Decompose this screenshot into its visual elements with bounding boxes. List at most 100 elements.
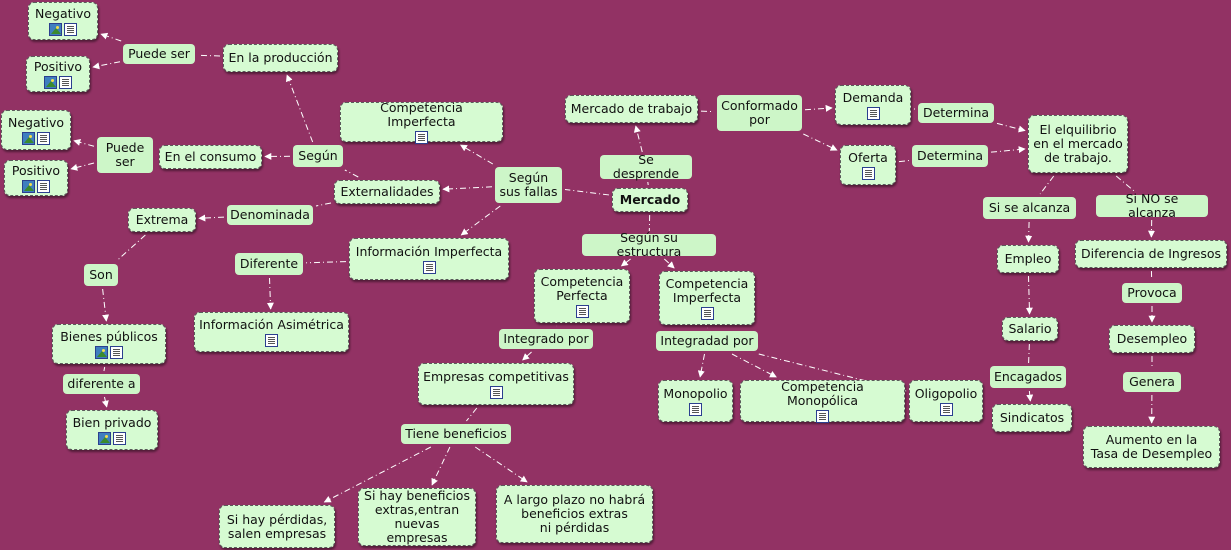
link-integradad-por-to-competencia-monopolica [731,353,777,378]
linking-phrase-son[interactable]: Son [84,264,118,286]
image-icon[interactable] [44,75,57,89]
image-icon[interactable] [49,22,62,36]
linking-phrase-provoca[interactable]: Provoca [1122,283,1182,303]
linking-phrase-genera[interactable]: Genera [1123,372,1181,392]
document-icon[interactable] [415,130,428,144]
concept-node-equilibrio[interactable]: El elquilibrio en el mercado de trabajo. [1028,115,1128,173]
concept-node-oferta[interactable]: Oferta [840,145,896,185]
concept-node-desempleo[interactable]: Desempleo [1109,325,1195,353]
node-label: En el consumo [164,149,257,164]
image-icon[interactable] [22,131,35,145]
linking-phrase-denominada[interactable]: Denominada [227,205,313,225]
linking-phrase-segun[interactable]: Según [293,145,343,167]
resource-icons [22,179,50,193]
concept-node-positivo1[interactable]: Positivo [26,56,90,92]
linking-phrase-si-no-se-alcanza[interactable]: Si NO se alcanza [1096,192,1208,220]
link-determina2-to-equilibrio [990,146,1026,154]
concept-node-aumento-desempleo[interactable]: Aumento en la Tasa de Desempleo [1083,426,1220,468]
link-determina1-to-equilibrio [996,122,1026,133]
document-icon[interactable] [489,385,503,399]
concept-node-informacion-asimetrica[interactable]: Información Asimétrica [194,312,349,352]
document-icon[interactable] [939,402,953,416]
linking-phrase-segun-su-estructura[interactable]: Según su estructura [582,231,716,259]
document-icon[interactable] [265,333,278,347]
concept-node-externalidades[interactable]: Externalidades [334,180,440,204]
resource-icons [575,304,589,318]
document-icon[interactable] [110,345,123,359]
concept-node-empresas-competitivas[interactable]: Empresas competitivas [418,363,574,405]
concept-node-bien-privado[interactable]: Bien privado [66,410,158,450]
concept-node-competencia-perfecta[interactable]: Competencia Perfecta [534,269,630,323]
linking-phrase-integrado-por[interactable]: Integrado por [499,329,593,349]
linking-phrase-puede-ser2[interactable]: Puede ser [97,137,153,173]
linking-phrase-diferente-a[interactable]: diferente a [63,374,140,394]
node-label: Integrado por [503,331,589,346]
link-segun-to-en-la-produccion [285,74,314,143]
node-label: Puede ser [128,46,190,61]
concept-node-diferencia-ingresos[interactable]: Diferencia de Ingresos [1075,240,1227,268]
document-icon[interactable] [861,166,875,180]
concept-node-empleo[interactable]: Empleo [997,245,1059,273]
link-salario-to-encagados [1028,343,1030,364]
image-icon[interactable] [95,345,108,359]
concept-node-salario[interactable]: Salario [1002,317,1058,341]
linking-phrase-determina2[interactable]: Determina [912,145,988,167]
document-icon[interactable] [866,106,880,120]
document-icon[interactable] [700,306,714,320]
resource-icons [265,333,278,347]
concept-node-sindicatos[interactable]: Sindicatos [992,404,1072,432]
document-icon[interactable] [64,22,77,36]
node-label: Positivo [11,162,61,178]
linking-phrase-segun-sus-fallas[interactable]: Según sus fallas [495,167,562,203]
concept-node-competencia-monopolica[interactable]: Competencia Monopólica [740,378,905,423]
link-en-la-produccion-to-puede-ser1 [197,54,221,57]
node-label: Competencia Monopólica [781,378,864,408]
document-icon[interactable] [37,131,50,145]
concept-node-oligopolio[interactable]: Oligopolio [909,380,983,422]
concept-node-positivo2[interactable]: Positivo [4,160,68,196]
linking-phrase-se-desprende[interactable]: Se desprende [600,153,692,181]
concept-node-en-la-produccion[interactable]: En la producción [223,44,338,72]
concept-node-mercado[interactable]: Mercado [612,188,688,212]
concept-node-competencia-imperfecta-top[interactable]: Competencia Imperfecta [340,100,503,144]
link-puede-ser2-to-negativo2 [73,139,95,147]
linking-phrase-diferente[interactable]: Diferente [235,253,303,275]
document-icon[interactable] [59,75,72,89]
node-label: Si hay beneficios extras,entran nuevas e… [364,488,470,545]
node-label: Oferta [848,149,888,165]
concept-node-negativo1[interactable]: Negativo [28,2,98,40]
link-segun-su-estructura-to-competencia-imperfecta-mid [663,258,675,269]
concept-node-largo-plazo[interactable]: A largo plazo no habrá beneficios extras… [496,485,653,543]
linking-phrase-encagados[interactable]: Encagados [990,366,1066,388]
concept-node-en-el-consumo[interactable]: En el consumo [159,145,262,169]
node-label: Información Imperfecta [355,243,503,259]
linking-phrase-puede-ser1[interactable]: Puede ser [123,44,195,64]
node-label: Empleo [1004,251,1052,266]
concept-node-monopolio[interactable]: Monopolio [658,380,733,422]
node-label: Sindicatos [999,410,1065,425]
linking-phrase-conformado-por[interactable]: Conformado por [717,95,802,131]
document-icon[interactable] [816,409,829,423]
linking-phrase-integradad-por[interactable]: Integradad por [656,331,758,351]
document-icon[interactable] [575,304,589,318]
linking-phrase-tiene-beneficios[interactable]: Tiene beneficios [401,424,511,444]
linking-phrase-si-se-alcanza[interactable]: Si se alcanza [983,197,1076,219]
concept-node-mercado-de-trabajo[interactable]: Mercado de trabajo [565,95,698,123]
concept-node-perdidas[interactable]: Si hay pérdidas, salen empresas [219,505,335,548]
document-icon[interactable] [689,402,702,416]
document-icon[interactable] [37,179,50,193]
document-icon[interactable] [113,431,126,445]
concept-node-negativo2[interactable]: Negativo [1,110,71,150]
concept-node-demanda[interactable]: Demanda [835,85,911,125]
resource-icons [98,431,126,445]
concept-node-beneficios-extras[interactable]: Si hay beneficios extras,entran nuevas e… [358,488,476,546]
document-icon[interactable] [422,260,436,274]
concept-node-bienes-publicos[interactable]: Bienes públicos [52,324,166,364]
node-label: Integradad por [660,333,754,348]
concept-node-competencia-imperfecta-mid[interactable]: Competencia Imperfecta [659,271,755,325]
linking-phrase-determina1[interactable]: Determina [918,103,994,123]
image-icon[interactable] [22,179,35,193]
concept-node-extrema[interactable]: Extrema [128,208,196,232]
concept-node-informacion-imperfecta[interactable]: Información Imperfecta [349,238,509,280]
image-icon[interactable] [98,431,111,445]
